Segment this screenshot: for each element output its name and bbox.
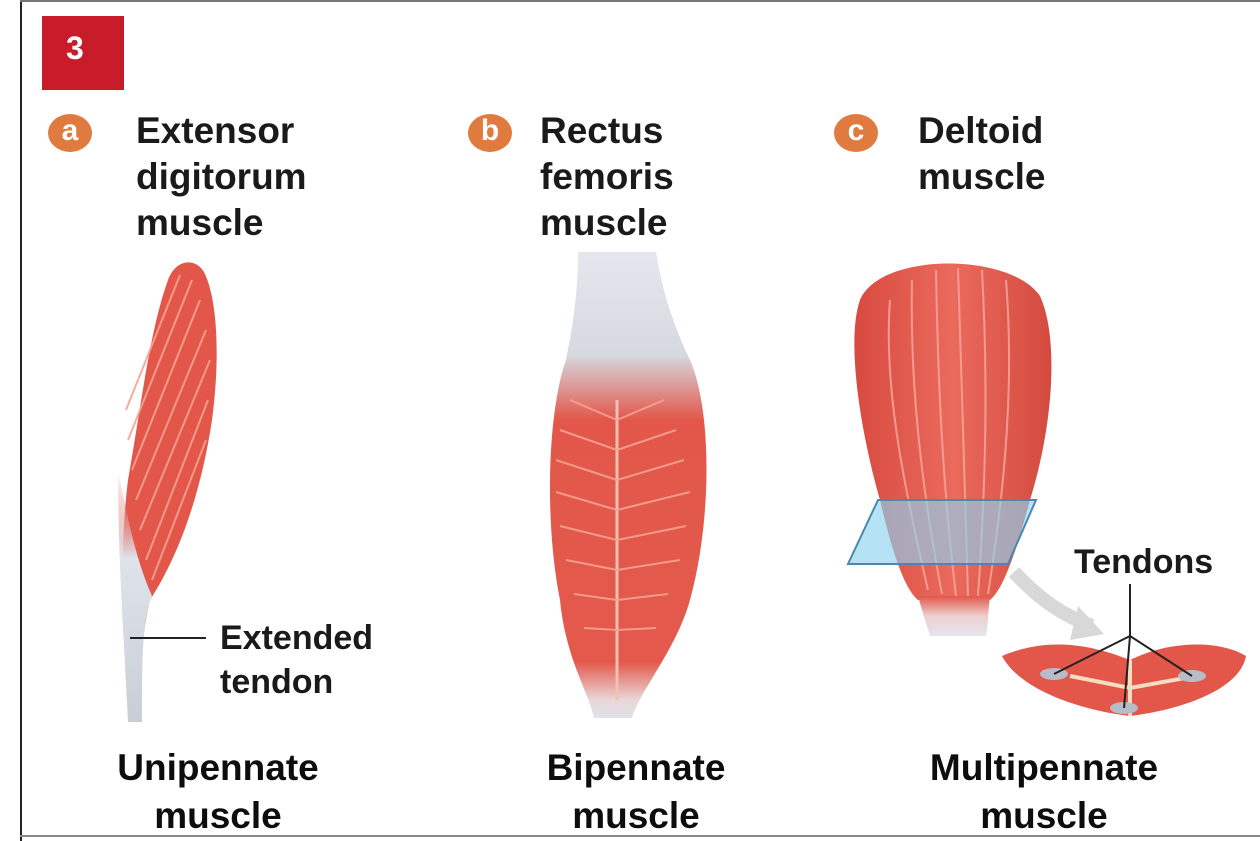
panel-c-caption: Multipennate muscle: [874, 744, 1214, 840]
callout-line: Tendons: [1074, 540, 1213, 584]
extended-tendon-label: Extended tendon: [220, 616, 373, 704]
callout-line: tendon: [220, 660, 373, 704]
tendons-label: Tendons: [1074, 540, 1213, 584]
unipennate-muscle-drawing: [118, 262, 217, 722]
caption-line: Unipennate: [48, 744, 388, 792]
caption-line: Multipennate: [874, 744, 1214, 792]
caption-line: Bipennate: [466, 744, 806, 792]
multipennate-muscle-drawing: [848, 263, 1246, 716]
callout-line: Extended: [220, 616, 373, 660]
panel-a-caption: Unipennate muscle: [48, 744, 388, 840]
panel-b-caption: Bipennate muscle: [466, 744, 806, 840]
caption-line: muscle: [466, 792, 806, 840]
caption-line: muscle: [48, 792, 388, 840]
caption-line: muscle: [874, 792, 1214, 840]
bipennate-muscle-drawing: [550, 252, 707, 718]
